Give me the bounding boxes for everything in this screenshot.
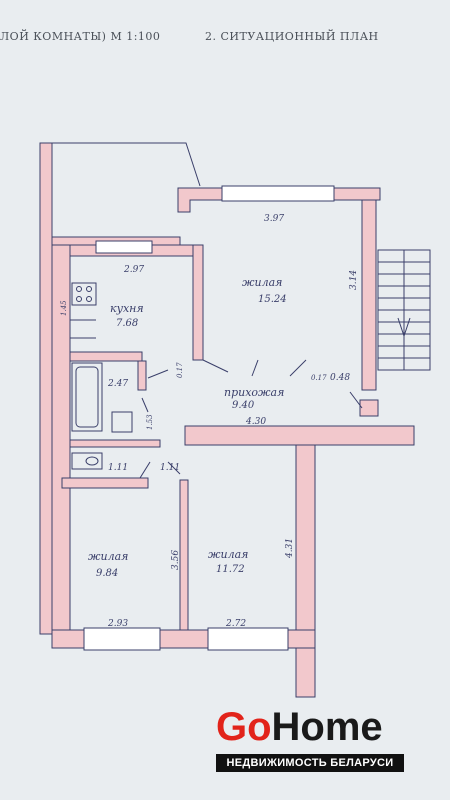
right-wall-upper [361,199,377,391]
dim-1-45: 1.45 [60,300,68,316]
dim-3-14: 3.14 [349,270,359,290]
bathtub [71,362,103,432]
dim-2-93: 2.93 [107,619,128,629]
dim-0-17-right: 0.17 [311,374,327,382]
room-name-living-big: жилая [242,276,282,289]
dim-2-47: 2.47 [107,379,128,389]
dim-4-30: 4.30 [245,417,266,427]
windows [83,185,335,651]
dim-0-48: 0.48 [330,373,350,383]
right-wall-lower [295,444,316,698]
bath-top-wall [69,351,143,362]
corner-stub [359,399,379,417]
corridor-wall [184,425,415,446]
bath-right-wall [137,360,147,391]
gohome-logo: GoHome НЕДВИЖИМОСТЬ БЕЛАРУСИ [216,706,404,774]
toilet [71,452,103,470]
logo-go-text: Go [216,705,272,749]
dim-1-11-left: 1.11 [108,463,128,473]
dim-4-31: 4.31 [285,538,295,559]
dim-2-72: 2.72 [225,619,246,629]
dim-0-17-left: 0.17 [176,362,184,378]
room-name-living-right: жилая [208,548,248,561]
room-name-kitchen: кухня [110,302,144,315]
window-bottom-left [83,627,161,651]
window-bottom-right [207,627,289,651]
middle-divider-wall [179,479,189,631]
room-area-living-right: 11.72 [216,564,245,575]
room-name-hall: прихожая [224,386,284,399]
room-area-kitchen: 7.68 [116,318,138,329]
wc-bottom-wall [61,477,149,489]
header-left-title: ЛОЙ КОМНАТЫ) М 1:100 [0,30,161,43]
staircase [377,249,431,371]
logo-wordmark: GoHome [216,706,383,748]
sink [111,411,133,433]
doors [139,359,363,479]
header-right-title: 2. СИТУАЦИОННЫЙ ПЛАН [205,30,379,43]
window-kitchen [95,240,153,254]
kitchen-right-wall [192,244,204,361]
dim-2-97: 2.97 [123,265,144,275]
logo-tagline: НЕДВИЖИМОСТЬ БЕЛАРУСИ [216,754,404,772]
dim-3-97: 3.97 [264,214,284,224]
fixtures [70,282,133,470]
bath-bottom-wall [69,439,161,448]
walls [39,142,415,698]
dim-1-11-right: 1.11 [160,463,180,473]
room-area-hall: 9.40 [232,400,255,411]
window-top [221,185,335,202]
room-area-living-left: 9.84 [96,568,118,579]
upper-block-outline [52,142,201,187]
stove [71,282,97,306]
room-area-living-big: 15.24 [258,294,287,305]
dim-1-53: 1.53 [146,414,154,430]
logo-home-text: Home [271,705,383,749]
dim-3-56: 3.56 [171,550,181,570]
room-name-living-left: жилая [88,550,128,563]
